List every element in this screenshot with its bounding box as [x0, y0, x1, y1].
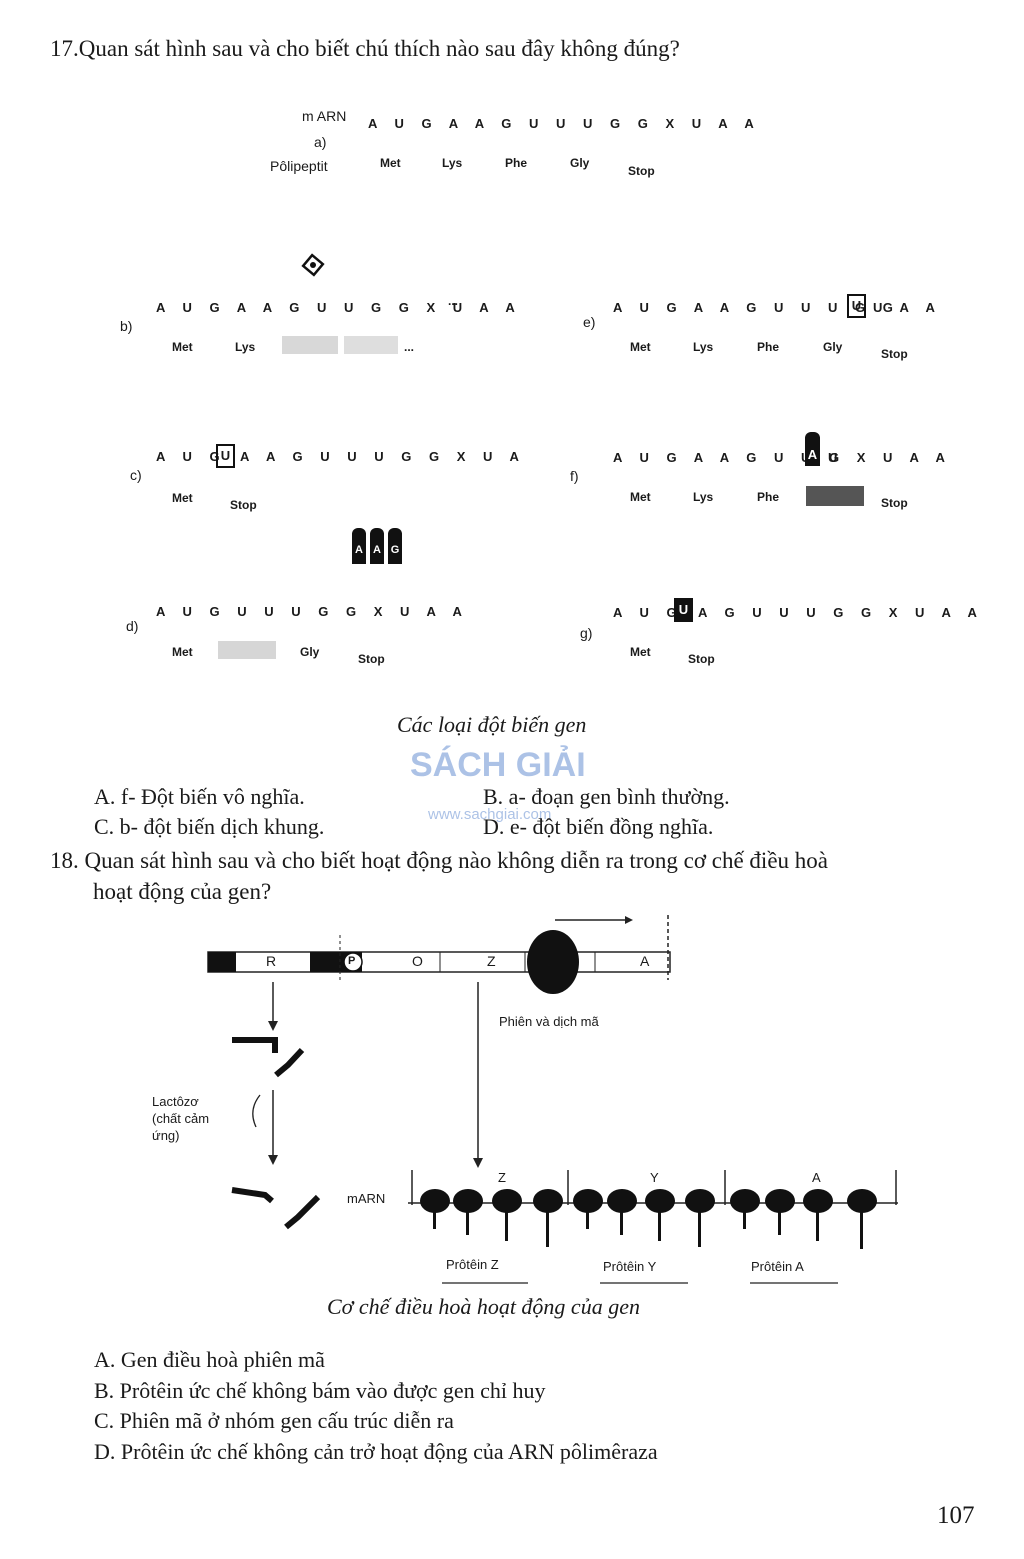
sequence-b-dots: ...	[448, 294, 459, 308]
panel-label-c: c)	[130, 467, 142, 483]
aa-stop: Stop	[881, 496, 908, 510]
aa-met: Met	[630, 340, 651, 354]
gene-r-label: R	[266, 953, 277, 969]
sequence-g-after: A G U U U G G X U A A	[698, 605, 984, 620]
aa-lys: Lys	[442, 156, 463, 170]
deletion-marker-icon	[301, 253, 325, 277]
mutation-c: U	[216, 444, 235, 468]
question-17-text: 17.Quan sát hình sau và cho biết chú thí…	[50, 36, 680, 61]
mrna-label: mARN	[347, 1191, 386, 1206]
gene-o-label: O	[412, 953, 423, 969]
option-18-c[interactable]: C. Phiên mã ở nhóm gen cấu trúc diễn ra	[94, 1408, 454, 1433]
option-17-a[interactable]: A. f- Đột biến vô nghĩa.	[94, 784, 305, 809]
sequence-e-after: U A A	[873, 300, 942, 315]
altered-aa-box	[806, 486, 864, 506]
label-mrna: m ARN	[302, 108, 347, 124]
question-18-text: 18. Quan sát hình sau và cho biết hoạt đ…	[50, 848, 828, 873]
aa-stop: Stop	[881, 347, 908, 361]
inserted-base: A	[352, 528, 366, 564]
aa-lys: Lys	[235, 340, 256, 354]
aa-met: Met	[172, 491, 193, 505]
sequence-f-after: G X U A A	[829, 450, 952, 465]
mrna-segment-a: A	[812, 1170, 821, 1185]
aa-lys: Lys	[693, 490, 714, 504]
aa-lys: Lys	[693, 340, 714, 354]
aa-met: Met	[172, 645, 193, 659]
aa-phe: Phe	[505, 156, 528, 170]
panel-label-b: b)	[120, 318, 133, 334]
question-18-text-cont: hoạt động của gen?	[93, 879, 272, 904]
aa-gly: Gly	[300, 645, 320, 659]
aa-met: Met	[380, 156, 401, 170]
gene-p-label: P	[348, 955, 356, 967]
gene-a-label: A	[640, 953, 650, 969]
option-17-b[interactable]: B. a- đoạn gen bình thường.	[483, 784, 730, 809]
panel-label-g: g)	[580, 625, 593, 641]
mutation-g: U	[674, 598, 693, 622]
aa-phe: Phe	[757, 340, 780, 354]
panel-label-a: a)	[314, 134, 327, 150]
sequence-g-before: A U G	[613, 605, 684, 620]
sequence-c-before: A U G	[156, 449, 227, 464]
mrna-segment-z: Z	[498, 1170, 506, 1185]
panel-label-e: e)	[583, 314, 596, 330]
sequence-f-before: A U G A A G U U U	[613, 450, 845, 465]
mutation-f: A	[805, 432, 820, 466]
protein-y-label: Prôtêin Y	[603, 1259, 657, 1274]
sequence-c-after: A A G U U U G G X U A	[240, 449, 526, 464]
altered-aa-box	[282, 336, 338, 354]
mrna-segment-y: Y	[650, 1170, 659, 1185]
watermark-url: www.sachgiai.com	[428, 806, 552, 823]
protein-z-label: Prôtêin Z	[446, 1257, 499, 1272]
gene-z-label: Z	[487, 953, 496, 969]
option-17-d[interactable]: D. e- đột biến đồng nghĩa.	[483, 814, 714, 839]
sequence-e-before: A U G A A G U U U G G	[613, 300, 900, 315]
sequence-a: A U G A A G U U U G G X U A A	[368, 116, 761, 131]
aa-met: Met	[630, 490, 651, 504]
aa-ellipsis: ...	[404, 340, 415, 354]
panel-label-d: d)	[126, 618, 139, 634]
aa-gly: Gly	[570, 156, 590, 170]
aa-stop: Stop	[688, 652, 715, 666]
sequence-b: A U G A A G U U G G X U A A	[156, 300, 522, 315]
aa-phe: Phe	[757, 490, 780, 504]
aa-met: Met	[172, 340, 193, 354]
watermark-brand: SÁCH GIẢI	[410, 746, 586, 784]
aa-stop: Stop	[230, 498, 257, 512]
page-number: 107	[937, 1502, 975, 1529]
altered-aa-box	[218, 641, 276, 659]
aa-stop: Stop	[628, 164, 655, 178]
option-18-b[interactable]: B. Prôtêin ức chế không bám vào được gen…	[94, 1378, 546, 1403]
protein-a-label: Prôtêin A	[751, 1259, 804, 1274]
figure-caption-17: Các loại đột biến gen	[397, 712, 587, 737]
option-18-a[interactable]: A. Gen điều hoà phiên mã	[94, 1347, 325, 1372]
lactose-label-2: (chất cảm	[152, 1111, 210, 1126]
inserted-base: A	[370, 528, 384, 564]
inserted-base: G	[388, 528, 402, 564]
aa-stop: Stop	[358, 652, 385, 666]
altered-aa-box	[344, 336, 398, 354]
figure-caption-18: Cơ chế điều hoà hoạt động của gen	[327, 1294, 640, 1319]
option-17-c[interactable]: C. b- đột biến dịch khung.	[94, 814, 325, 839]
panel-label-f: f)	[570, 468, 579, 484]
operon-diagram	[207, 915, 898, 1284]
sequence-d: A U G U U U G G X U A A	[156, 604, 469, 619]
mutation-e: U	[847, 294, 866, 318]
aa-met: Met	[630, 645, 651, 659]
aa-gly: Gly	[823, 340, 843, 354]
option-18-d[interactable]: D. Prôtêin ức chế không cản trở hoạt độn…	[94, 1439, 658, 1464]
transcription-label: Phiên và dịch mã	[499, 1014, 599, 1029]
label-polypeptide: Pôlipeptit	[270, 158, 328, 174]
lactose-label: Lactôzơ	[152, 1094, 199, 1109]
lactose-label-3: ứng)	[152, 1128, 180, 1143]
